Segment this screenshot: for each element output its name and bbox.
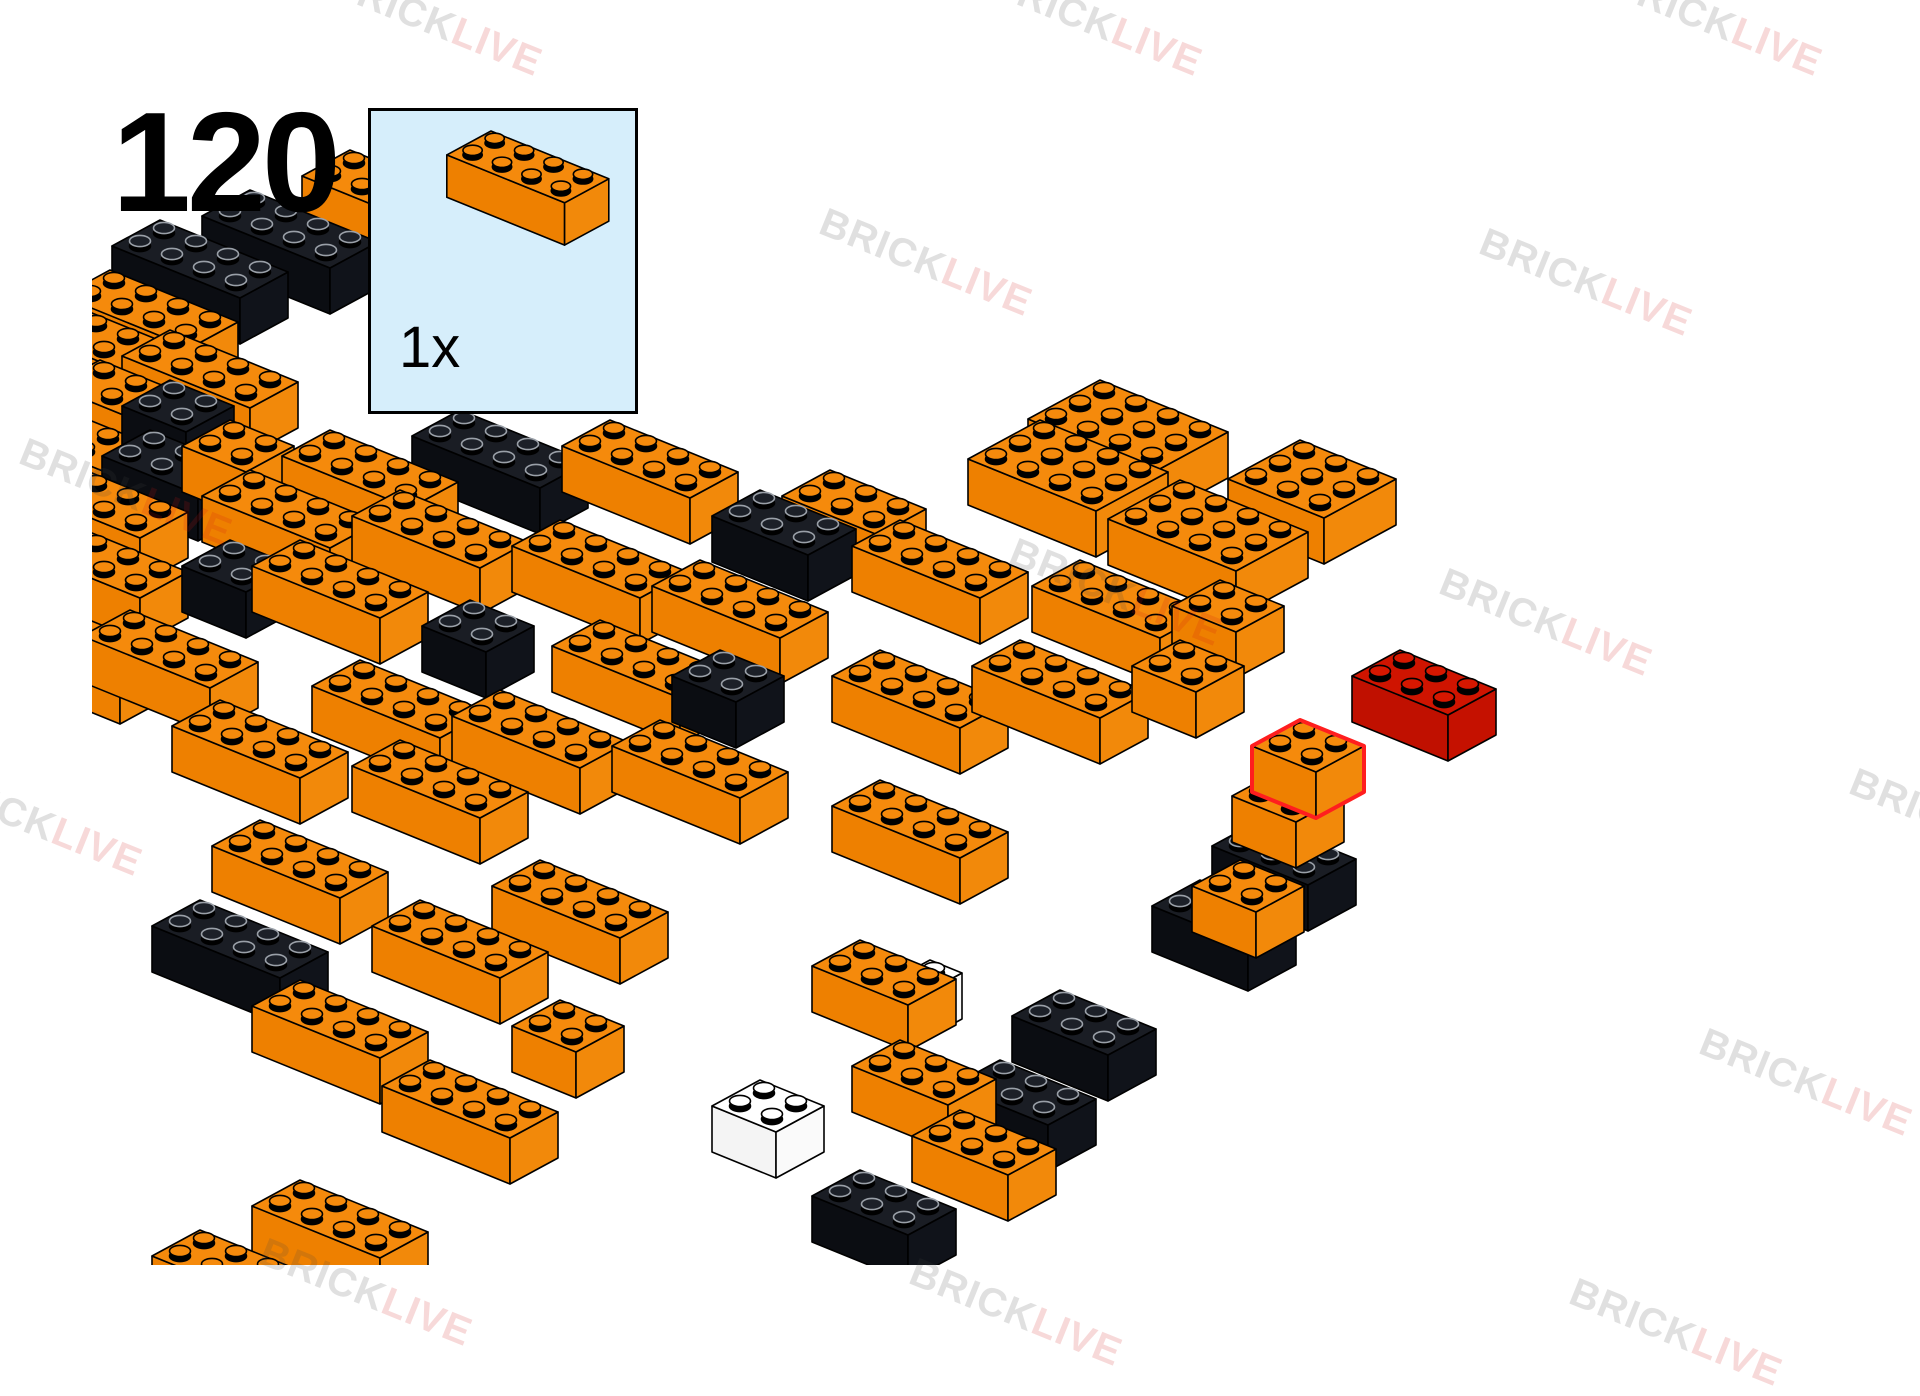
brick-4x2 [251,539,429,665]
brick-4x2 [851,519,1029,645]
brick-4x2 [351,739,529,865]
brick-4x2 [371,899,549,1025]
brick-2x2 [1191,859,1305,959]
brick-4x2 [511,519,689,645]
brick-4x2 [561,419,739,545]
lego-model-illustration [92,149,1497,1265]
brick-3x2 [1011,989,1157,1102]
brick-2x2 [1131,639,1245,739]
brick-4x2 [611,719,789,845]
brick-4x2 [92,532,189,645]
brick-2x2 [1171,579,1285,679]
brick-4x2 [831,779,1009,905]
brick-4x2 [491,859,669,985]
brick-2x2 [671,649,785,749]
brick-4x2 [111,219,289,345]
brick-3x2 [911,1109,1057,1222]
brick-4x2 [451,689,629,815]
step-number: 120 [112,83,341,242]
brick-4x2 [251,1179,429,1265]
brick-4x2 [201,189,379,315]
brick-3x2 [711,489,857,602]
new-orange-brick-highlighted [1250,718,1366,820]
brick-4x2 [92,609,259,735]
red-tongue-brick [1351,649,1497,762]
brick-2x2 [421,599,535,699]
brick-4x2 [251,979,429,1105]
part-quantity: 1x [399,315,461,380]
brick-2x2 [511,999,625,1099]
brick-4x2 [381,1059,559,1185]
parts-callout: 1x [368,108,638,414]
brick-4x2 [151,1229,289,1265]
brick-4x2 [211,819,389,945]
brick-4x2 [171,699,349,825]
callout-orange-brick-2x4 [446,130,610,246]
orange-brick-2x4-icon [446,130,610,246]
brick-4x3 [1107,479,1309,618]
brick-4x2 [651,559,829,685]
brick-3x2 [811,1169,957,1265]
brick-2x2 [711,1079,825,1179]
brick-3x2 [811,939,957,1052]
model-bricks [92,149,1497,1265]
